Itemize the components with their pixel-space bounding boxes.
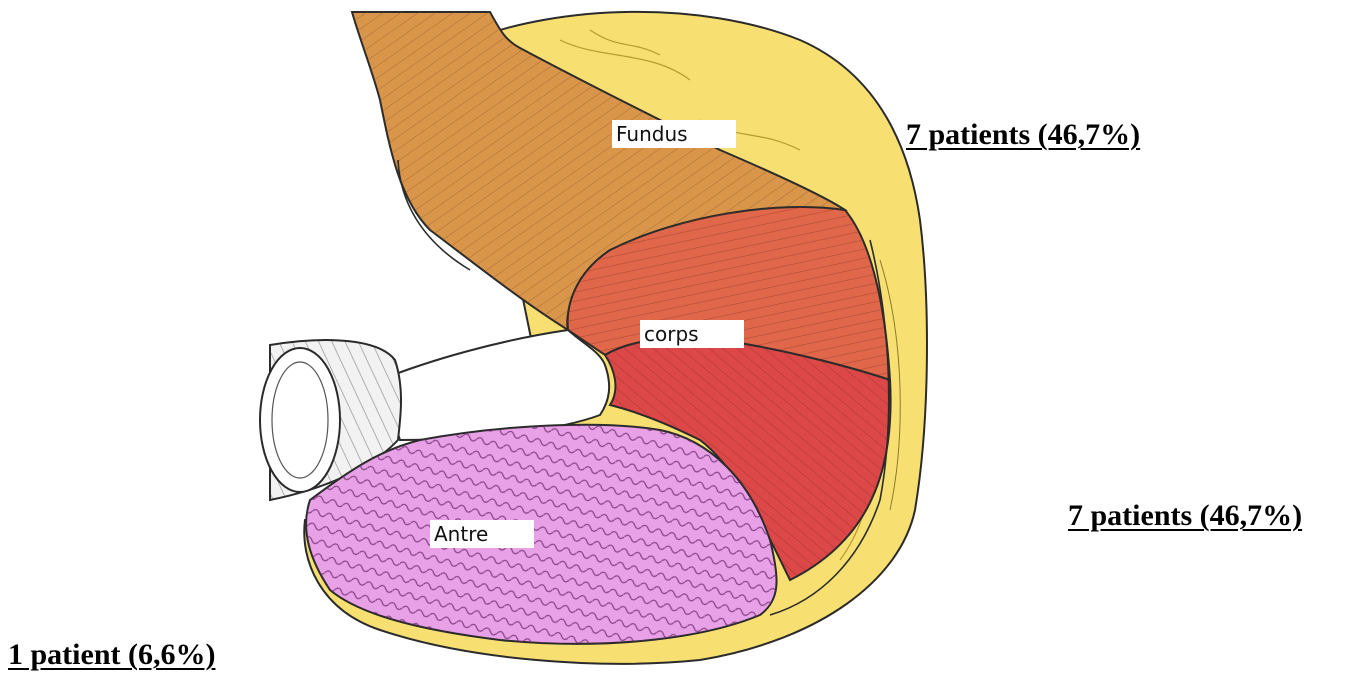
fundus-label: Fundus bbox=[612, 120, 736, 148]
corps-stat: 7 patients (46,7%) bbox=[1068, 499, 1302, 533]
antre-stat: 1 patient (6,6%) bbox=[8, 638, 215, 672]
lesser-curvature bbox=[380, 330, 609, 440]
antre-label: Antre bbox=[430, 520, 534, 548]
fundus-stat: 7 patients (46,7%) bbox=[906, 118, 1140, 152]
corps-label: corps bbox=[640, 320, 744, 348]
